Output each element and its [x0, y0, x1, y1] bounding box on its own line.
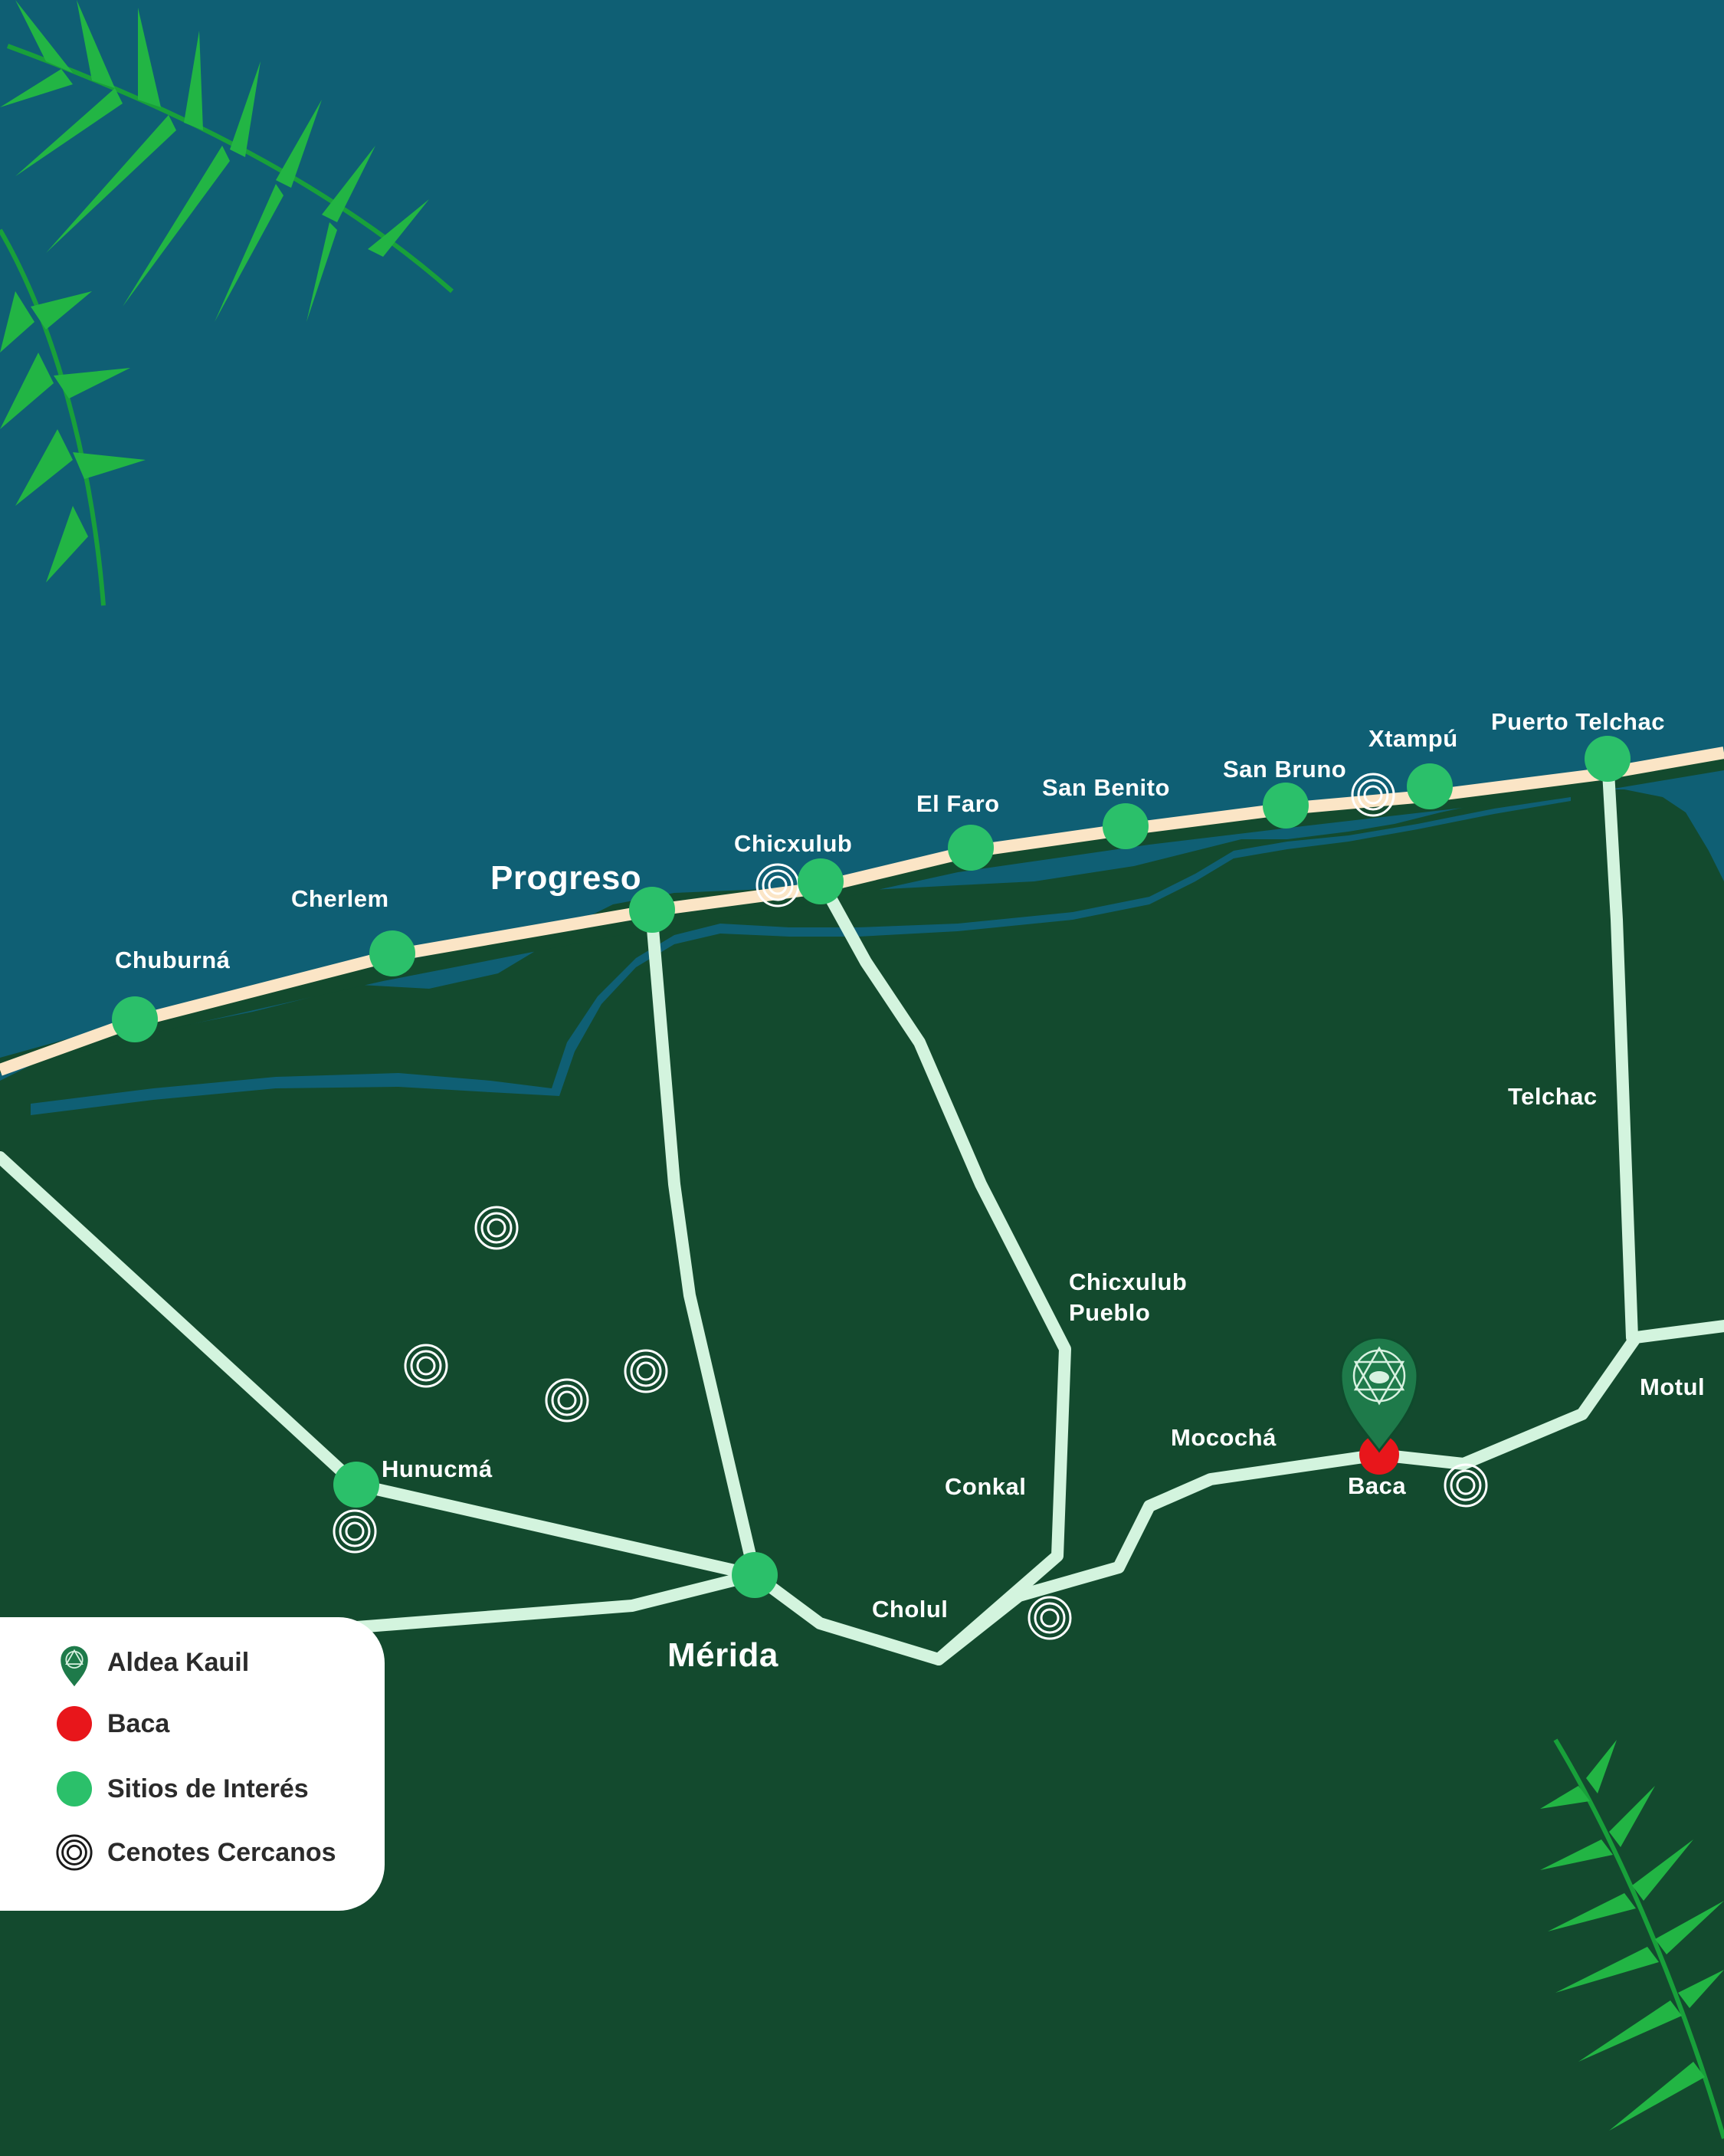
coastal-strip: [0, 755, 1724, 1073]
site-san-bruno[interactable]: [1263, 783, 1309, 829]
label-cholul: Cholul: [872, 1596, 948, 1623]
road-west-merida: [331, 1569, 761, 1635]
label-cherlem: Cherlem: [291, 885, 389, 912]
label-chicxulub-pueblo: Pueblo: [1069, 1299, 1150, 1326]
sites-of-interest: [112, 736, 1631, 1598]
site-puerto-telchac[interactable]: [1585, 736, 1631, 782]
legend-item-cenotes: Cenotes Cercanos: [55, 1833, 336, 1872]
site-chicxulub[interactable]: [798, 858, 844, 904]
location-pin-icon: [61, 1646, 88, 1687]
label-conkal: Conkal: [945, 1473, 1026, 1500]
road-progreso-merida: [645, 904, 761, 1581]
cenote-icon: [56, 1834, 93, 1871]
legend-item-aldea-kauil: Aldea Kauil: [55, 1643, 250, 1687]
site-san-benito[interactable]: [1103, 803, 1149, 849]
green-dot-icon: [57, 1771, 92, 1807]
road-merida-baca: [749, 1320, 1724, 1665]
legend-label: Cenotes Cercanos: [107, 1837, 336, 1867]
site-hunucma[interactable]: [333, 1462, 379, 1508]
site-progreso[interactable]: [629, 887, 675, 933]
label-baca: Baca: [1348, 1472, 1406, 1499]
label-el-faro: El Faro: [916, 790, 1000, 817]
label-xtampu: Xtampú: [1368, 725, 1458, 752]
legend-item-baca: Baca: [55, 1705, 169, 1743]
label-mococha: Mocochá: [1171, 1424, 1277, 1451]
site-xtampu[interactable]: [1407, 763, 1453, 809]
label-telchac: Telchac: [1508, 1083, 1598, 1110]
label-puerto-telchac: Puerto Telchac: [1491, 708, 1665, 735]
legend-label: Baca: [107, 1708, 170, 1738]
label-san-benito: San Benito: [1042, 774, 1170, 801]
label-san-bruno: San Bruno: [1223, 756, 1346, 783]
legend-item-sitios: Sitios de Interés: [55, 1770, 309, 1808]
label-hunucma: Hunucmá: [382, 1455, 493, 1482]
label-chicxulub: Chicxulub: [734, 830, 852, 857]
palm-frond-bottom-right: [1540, 1738, 1724, 2139]
place-labels: Chuburná Cherlem Progreso Chicxulub El F…: [115, 708, 1705, 1674]
site-merida[interactable]: [732, 1552, 778, 1598]
palm-frond-top-left: [0, 0, 454, 606]
label-merida: Mérida: [667, 1636, 778, 1674]
legend-label: Sitios de Interés: [107, 1774, 309, 1803]
baca-marker[interactable]: [1359, 1435, 1399, 1475]
label-motul: Motul: [1640, 1373, 1705, 1400]
lagoon: [31, 797, 1571, 1115]
label-chuburna: Chuburná: [115, 947, 231, 973]
land: [0, 789, 1724, 2156]
aldea-kauil-pin-icon[interactable]: [1339, 1336, 1419, 1453]
red-dot-icon: [57, 1706, 92, 1741]
road-telchac: [1601, 753, 1638, 1344]
site-chuburna[interactable]: [112, 996, 158, 1042]
legend-label: Aldea Kauil: [107, 1647, 250, 1677]
label-chicxulub-pueblo: Chicxulub: [1069, 1268, 1187, 1295]
label-progreso: Progreso: [490, 859, 641, 897]
site-cherlem[interactable]: [369, 930, 415, 976]
road-chicxulub-cholul: [815, 875, 1071, 1665]
map-legend: Aldea Kauil Baca Sitios de Interés Cenot…: [0, 1617, 385, 1911]
site-el-faro[interactable]: [948, 825, 994, 871]
